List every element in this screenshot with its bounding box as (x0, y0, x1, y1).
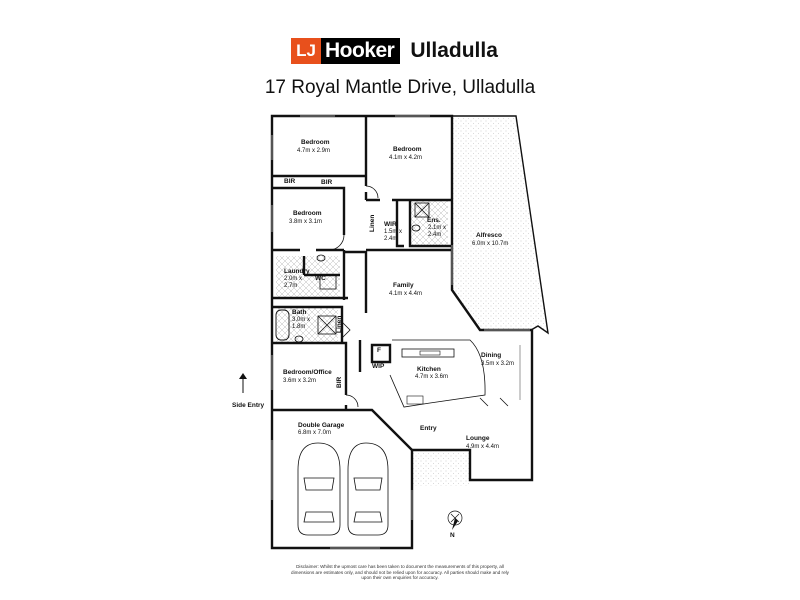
bir3-label: BIR (336, 377, 343, 389)
linen1-label: Linen (369, 215, 376, 232)
wir-size-1: 1.5m x (384, 229, 402, 235)
disclaimer-text: Disclaimer: Whilst the upmost care has b… (291, 564, 509, 581)
bath-size-2: 1.8m (292, 324, 305, 330)
bedroom3-name: Bedroom (293, 210, 322, 217)
bath-name: Bath (292, 309, 306, 316)
bedroom2-name: Bedroom (393, 146, 422, 153)
family-size: 4.1m x 4.4m (389, 291, 422, 297)
door-swing (479, 397, 509, 407)
porch-area (412, 450, 470, 486)
alfresco-size: 6.0m x 10.7m (472, 241, 508, 247)
kitchen-island (401, 348, 455, 358)
garage-size: 6.8m x 7.0m (298, 430, 331, 436)
side-entry-label: Side Entry (232, 402, 265, 409)
office-size: 3.6m x 3.2m (283, 378, 316, 384)
property-address: 17 Royal Mantle Drive, Ulladulla (264, 77, 536, 98)
laundry-floor (276, 256, 340, 298)
compass-north-label: N (450, 532, 455, 539)
bath-toilet (294, 335, 304, 343)
lounge-size: 4.9m x 4.4m (466, 444, 499, 450)
fridge-label: F (377, 347, 381, 354)
bedroom2-size: 4.1m x 4.2m (389, 155, 422, 161)
kitchen-name: Kitchen (417, 366, 441, 373)
compass-icon (447, 510, 463, 530)
ens-size-1: 2.1m x (428, 225, 446, 231)
bathtub (275, 309, 290, 341)
windows (271, 115, 530, 549)
kitchen-size: 4.7m x 3.6m (415, 374, 448, 380)
door-swing (365, 185, 379, 199)
linen2-label: Linen (336, 316, 343, 333)
ensuite-shower-drain (414, 202, 430, 218)
bath-size-1: 3.0m x (292, 317, 310, 323)
laundry-tub (319, 274, 337, 290)
interior-walls (272, 116, 452, 451)
lounge-name: Lounge (466, 435, 490, 442)
bir2-label: BIR (321, 179, 333, 186)
laundry-toilet (316, 254, 326, 262)
wir-name: WIR (384, 221, 397, 228)
ensuite-shower (414, 202, 430, 218)
bedroom1-size: 4.7m x 2.9m (297, 148, 330, 154)
logo-name: Hooker (321, 38, 401, 64)
logo-letters: LJ (291, 38, 321, 64)
door-swing (328, 234, 345, 251)
laundry-size-2: 2.7m (284, 283, 297, 289)
side-entry-arrow-head (239, 373, 247, 379)
office-name: Ulladulla (410, 39, 498, 62)
laundry-name: Laundry (284, 268, 310, 275)
garage-cars (297, 442, 389, 536)
alfresco-area (451, 115, 549, 335)
bath-floor (276, 307, 338, 343)
door-swing (341, 321, 351, 339)
laundry-size-1: 2.0m x (284, 276, 302, 282)
kitchen-sink (419, 350, 441, 356)
garage-name: Double Garage (298, 422, 345, 429)
bir1-label: BIR (284, 178, 296, 185)
wc-label: WC (315, 275, 326, 282)
family-name: Family (393, 282, 414, 289)
dining-name: Dining (481, 352, 501, 359)
ens-size-2: 2.4m (428, 232, 441, 238)
ensuite-toilet (411, 224, 421, 232)
cooktop (406, 395, 424, 405)
bedroom1-name: Bedroom (301, 139, 330, 146)
alfresco-name: Alfresco (476, 232, 502, 239)
office-name: Bedroom/Office (283, 369, 332, 376)
bedroom3-size: 3.8m x 3.1m (289, 219, 322, 225)
bath-shower (317, 315, 337, 335)
ensuite-floor (411, 199, 448, 245)
bath-shower-drain (317, 315, 337, 335)
kitchen-bench (389, 339, 486, 408)
ens-name: Ens. (427, 217, 441, 224)
door-swing (345, 394, 359, 408)
wip-label: WIP (372, 363, 385, 370)
wir-size-2: 2.4m (384, 236, 397, 242)
entry-label: Entry (420, 425, 437, 432)
dining-size: 3.5m x 3.2m (481, 361, 514, 367)
brand-logo: LJ Hooker Ulladulla (291, 38, 498, 64)
